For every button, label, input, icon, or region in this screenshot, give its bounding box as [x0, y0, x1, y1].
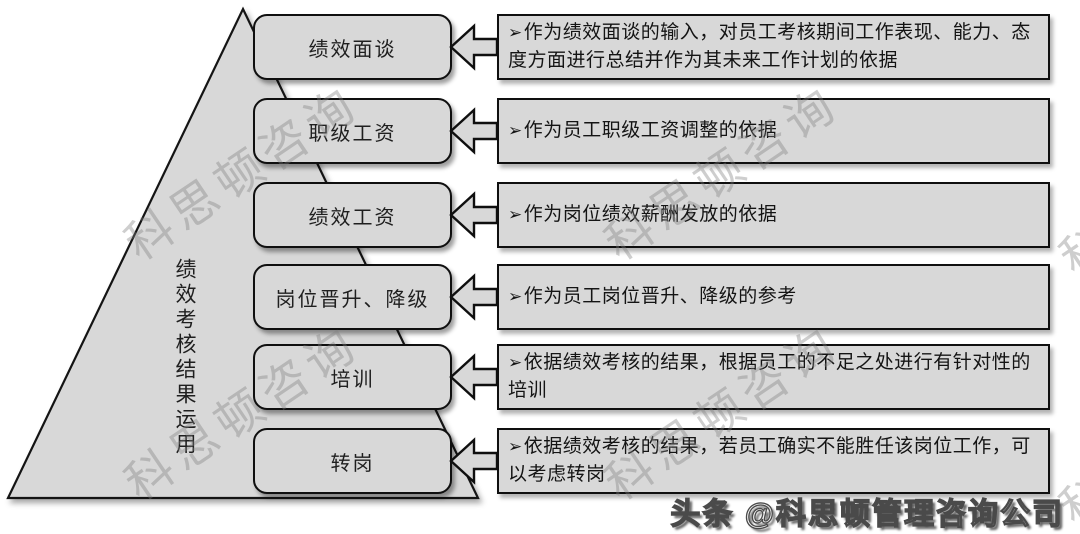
desc-box: ➢依据绩效考核的结果，根据员工的不足之处进行有针对性的培训: [497, 344, 1050, 410]
arrow-bullet-icon: ➢: [508, 204, 523, 224]
desc-box: ➢作为绩效面谈的输入，对员工考核期间工作表现、能力、态度方面进行总结并作为其未来…: [497, 14, 1050, 80]
label-box: 岗位晋升、降级: [253, 264, 452, 330]
label-box: 职级工资: [253, 98, 452, 164]
pyramid-label: 绩效考核结果运用: [173, 258, 197, 458]
footer-brand: 头条 @科思顿管理咨询公司: [670, 497, 1064, 531]
label-text: 绩效工资: [308, 206, 397, 229]
label-box: 转岗: [253, 428, 452, 494]
row-grade-salary: 职级工资 ➢作为员工职级工资调整的依据: [0, 98, 1080, 164]
arrow-bullet-icon: ➢: [508, 352, 523, 372]
desc-paragraph: ➢依据绩效考核的结果，若员工确实不能胜任该岗位工作，可以考虑转岗: [508, 433, 1039, 490]
label-text: 职级工资: [308, 122, 397, 145]
desc-box: ➢作为员工职级工资调整的依据: [497, 98, 1050, 164]
row-performance-interview: 绩效面谈 ➢作为绩效面谈的输入，对员工考核期间工作表现、能力、态度方面进行总结并…: [0, 14, 1080, 80]
label-text: 岗位晋升、降级: [275, 288, 430, 311]
arrow-bullet-icon: ➢: [508, 120, 523, 140]
desc-paragraph: ➢依据绩效考核的结果，根据员工的不足之处进行有针对性的培训: [508, 349, 1039, 406]
label-text: 绩效面谈: [308, 38, 397, 61]
desc-paragraph: ➢作为员工职级工资调整的依据: [508, 117, 777, 146]
left-arrow-icon: [449, 23, 498, 71]
left-arrow-icon: [449, 353, 498, 401]
left-arrow-icon: [449, 107, 498, 155]
desc-text: 作为员工岗位晋升、降级的参考: [523, 285, 797, 307]
arrow-bullet-icon: ➢: [508, 436, 523, 456]
label-box: 培训: [253, 344, 452, 410]
desc-paragraph: ➢作为员工岗位晋升、降级的参考: [508, 283, 797, 312]
pyramid-shape: [6, 6, 480, 500]
desc-text: 作为员工职级工资调整的依据: [523, 119, 778, 141]
left-arrow-icon: [449, 273, 498, 321]
desc-paragraph: ➢作为岗位绩效薪酬发放的依据: [508, 201, 777, 230]
desc-text: 作为岗位绩效薪酬发放的依据: [523, 203, 778, 225]
label-text: 培训: [330, 368, 375, 391]
row-job-transfer: 转岗 ➢依据绩效考核的结果，若员工确实不能胜任该岗位工作，可以考虑转岗: [0, 428, 1080, 494]
row-training: 培训 ➢依据绩效考核的结果，根据员工的不足之处进行有针对性的培训: [0, 344, 1080, 410]
arrow-bullet-icon: ➢: [508, 22, 523, 42]
label-box: 绩效面谈: [253, 14, 452, 80]
left-arrow-icon: [449, 191, 498, 239]
row-performance-salary: 绩效工资 ➢作为岗位绩效薪酬发放的依据: [0, 182, 1080, 248]
desc-box: ➢作为员工岗位晋升、降级的参考: [497, 264, 1050, 330]
desc-box: ➢依据绩效考核的结果，若员工确实不能胜任该岗位工作，可以考虑转岗: [497, 428, 1050, 494]
desc-text: 作为绩效面谈的输入，对员工考核期间工作表现、能力、态度方面进行总结并作为其未来工…: [508, 21, 1031, 72]
desc-text: 依据绩效考核的结果，根据员工的不足之处进行有针对性的培训: [508, 351, 1031, 402]
desc-text: 依据绩效考核的结果，若员工确实不能胜任该岗位工作，可以考虑转岗: [508, 435, 1031, 486]
label-box: 绩效工资: [253, 182, 452, 248]
desc-paragraph: ➢作为绩效面谈的输入，对员工考核期间工作表现、能力、态度方面进行总结并作为其未来…: [508, 19, 1039, 76]
arrow-bullet-icon: ➢: [508, 286, 523, 306]
label-text: 转岗: [330, 452, 375, 475]
desc-box: ➢作为岗位绩效薪酬发放的依据: [497, 182, 1050, 248]
left-arrow-icon: [449, 437, 498, 485]
row-promotion-demotion: 岗位晋升、降级 ➢作为员工岗位晋升、降级的参考: [0, 264, 1080, 330]
